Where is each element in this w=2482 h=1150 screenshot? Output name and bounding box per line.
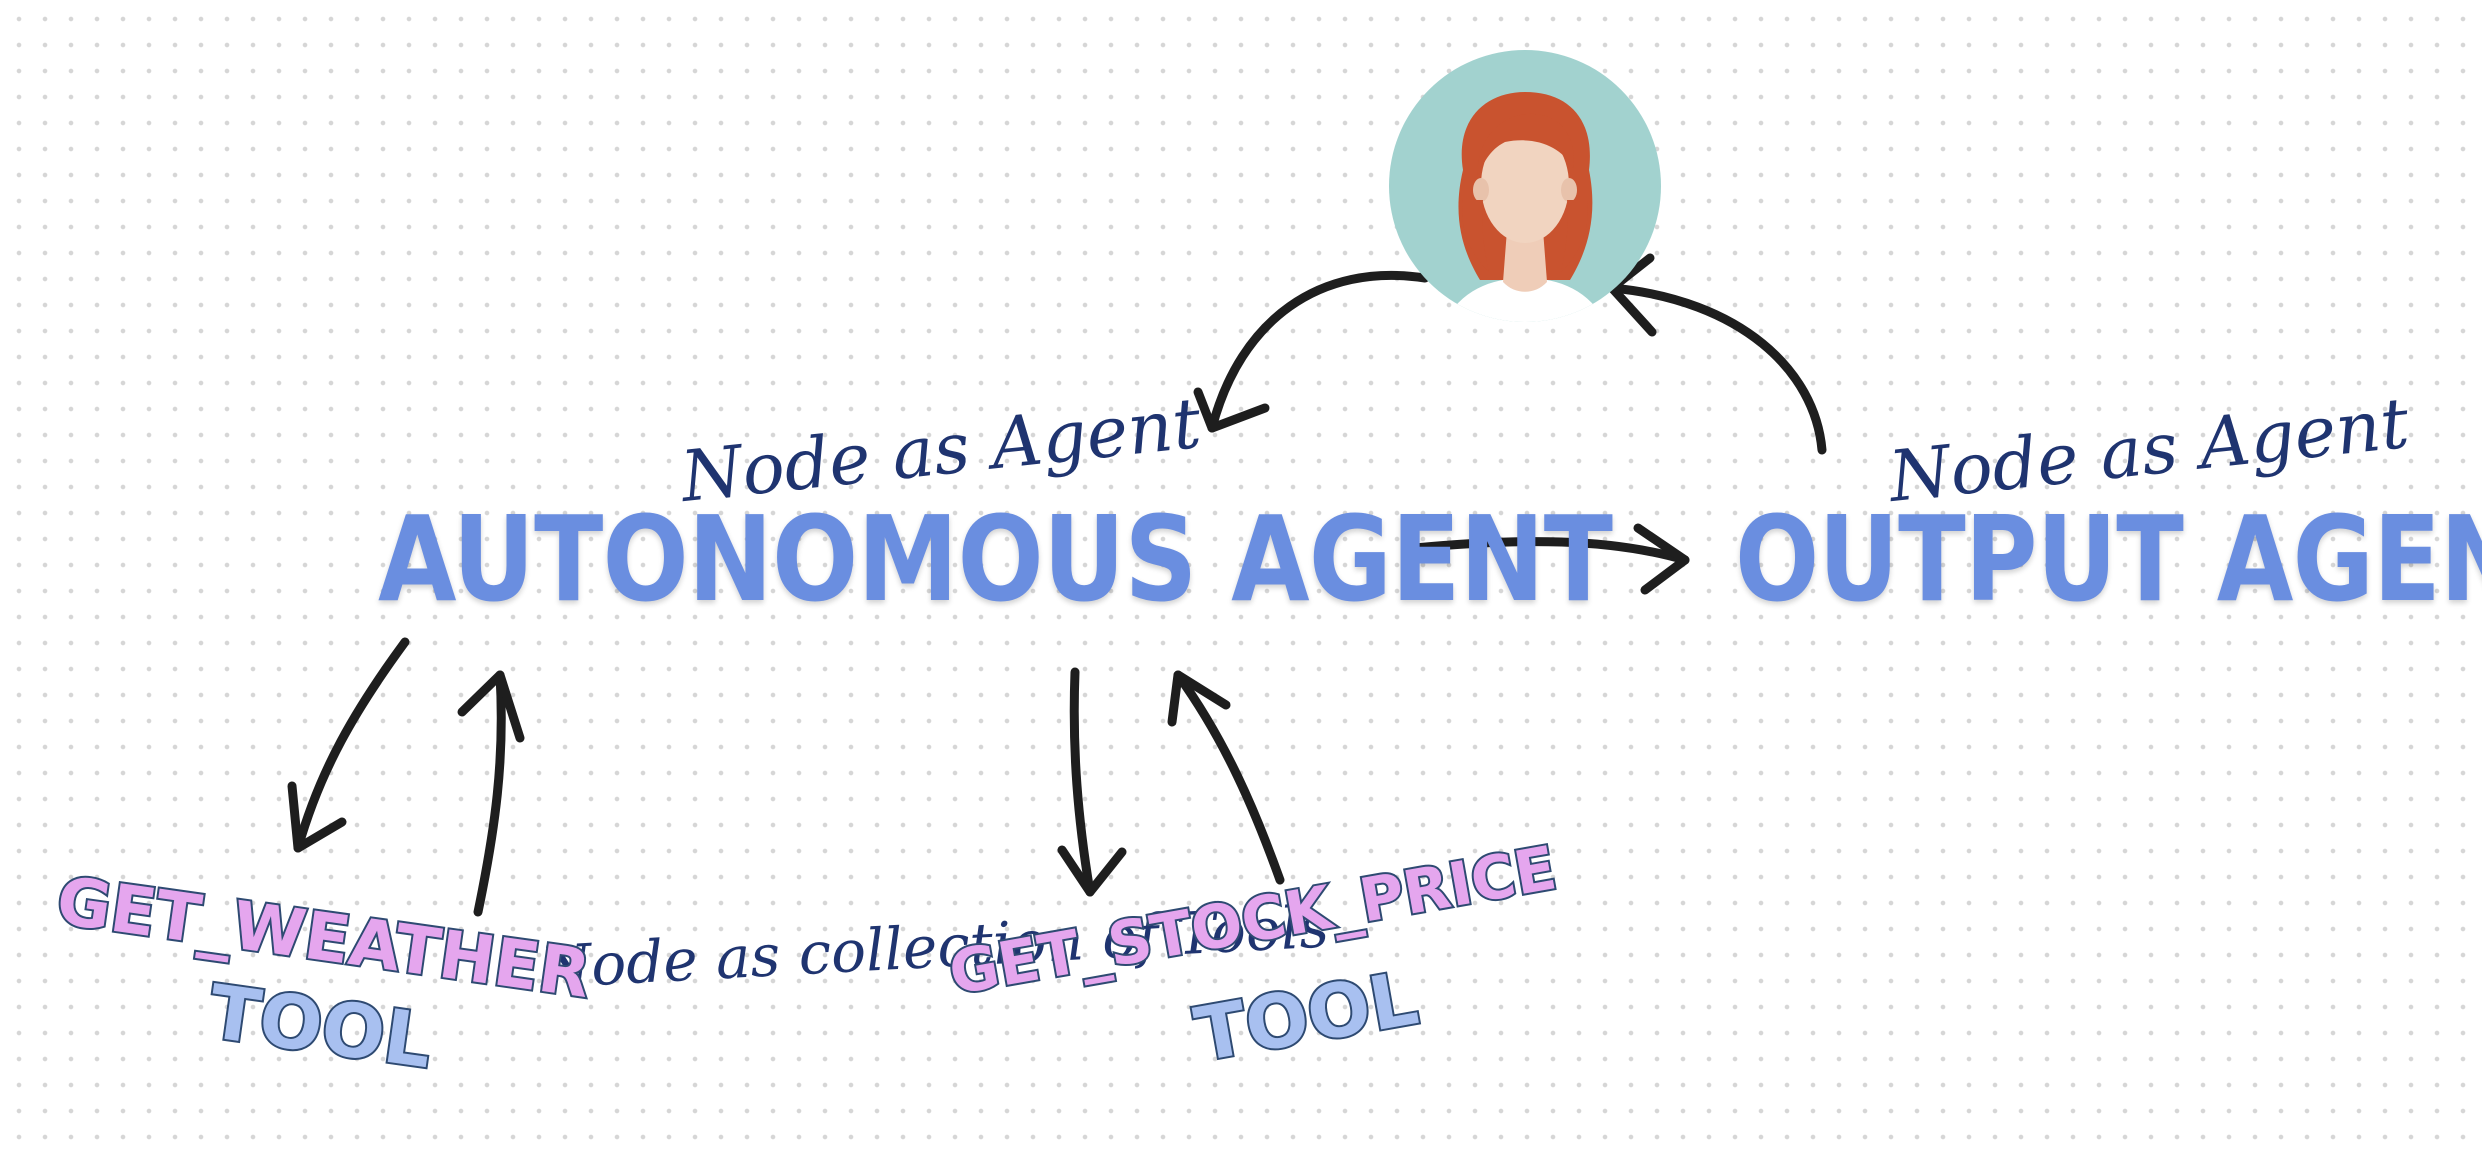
arrow-autonomous-to-stock — [1057, 667, 1127, 897]
arrow-stock-to-autonomous — [1167, 670, 1285, 885]
output-agent-title[interactable]: OUTPUT AGENT — [1735, 490, 2482, 628]
arrow-autonomous-to-weather — [287, 637, 410, 853]
autonomous-agent-title[interactable]: AUTONOMOUS AGENT — [378, 490, 1613, 628]
arrow-autonomous-to-output — [1410, 523, 1690, 595]
user-avatar-icon — [1385, 50, 1665, 350]
arrow-user-to-autonomous — [1193, 270, 1430, 433]
arrow-weather-to-autonomous — [457, 670, 525, 917]
